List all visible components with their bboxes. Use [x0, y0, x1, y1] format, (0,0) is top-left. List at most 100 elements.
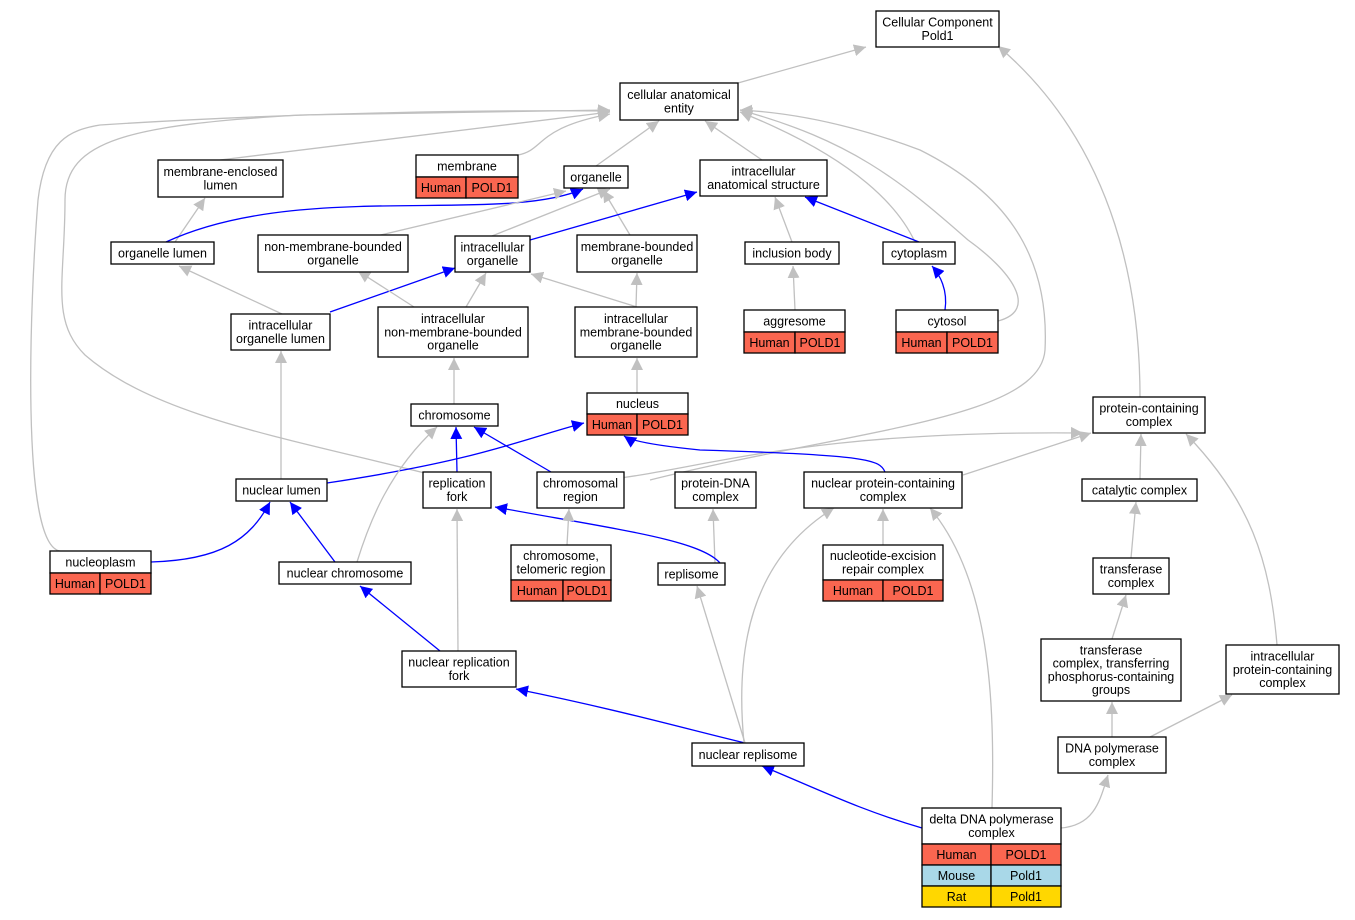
term-label: cytoplasm	[891, 246, 947, 260]
term-label: non-membrane-bounded	[264, 240, 402, 254]
graph-edge	[741, 507, 835, 744]
blue-edge-arrow	[165, 188, 584, 243]
term-box	[699, 159, 828, 197]
blue-edge-arrow	[761, 765, 923, 829]
annotation-label: POLD1	[952, 336, 993, 350]
term-label: cellular anatomical	[627, 88, 731, 102]
term-label: Pold1	[922, 29, 954, 43]
graph-edge	[761, 765, 923, 829]
term-label: protein-containing	[1233, 663, 1332, 677]
annotation-cell-bg	[990, 885, 1062, 908]
term-label: nucleotide-excision	[830, 549, 936, 563]
gray-edge-arrow	[787, 265, 800, 311]
term-node-nchrom[interactable]: nuclear chromosome	[278, 561, 412, 585]
term-label: catalytic complex	[1092, 483, 1188, 497]
graph-edge	[515, 685, 746, 744]
term-label: entity	[664, 101, 695, 115]
graph-edge	[357, 270, 415, 308]
edge-layer	[30, 44, 1278, 829]
term-label: fork	[447, 490, 469, 504]
term-node-ctr[interactable]: chromosome,telomeric region	[510, 544, 612, 581]
term-node-catc[interactable]: catalytic complex	[1081, 478, 1198, 502]
annotation-label: Human	[517, 584, 557, 598]
gray-edge-arrow	[630, 272, 643, 308]
term-label: nuclear lumen	[242, 483, 321, 497]
term-label: transferase	[1080, 644, 1143, 658]
graph-edge	[1128, 501, 1141, 559]
gene-cell: POLD1	[99, 572, 152, 595]
term-label: complex	[1089, 755, 1136, 769]
term-label: delta DNA polymerase	[929, 813, 1053, 827]
graph-edge	[289, 501, 336, 563]
term-box	[1225, 644, 1340, 695]
term-label: nuclear protein-containing	[811, 477, 955, 491]
term-node-cytosol[interactable]: cytosol	[895, 309, 999, 333]
species-cell: Human	[415, 176, 467, 199]
term-node-nrep[interactable]: nuclear replisome	[691, 742, 805, 767]
term-node-replisome[interactable]: replisome	[657, 562, 726, 586]
term-node-nucleoplasm[interactable]: nucleoplasm	[49, 550, 152, 574]
species-cell: Rat	[921, 885, 992, 908]
term-node-inmbo[interactable]: intracellularnon-membrane-boundedorganel…	[377, 306, 529, 358]
term-label: phosphorus-containing	[1048, 670, 1175, 684]
annotation-cell-bg	[562, 579, 612, 602]
gene-cell: POLD1	[562, 579, 612, 602]
term-box	[454, 235, 531, 273]
term-box	[657, 562, 726, 586]
annotation-label: Human	[55, 577, 95, 591]
graph-edge	[739, 110, 916, 243]
term-label: Cellular Component	[882, 16, 993, 30]
term-node-nlumen[interactable]: nuclear lumen	[235, 478, 328, 502]
term-node-nucleus[interactable]: nucleus	[586, 392, 689, 415]
graph-edge	[603, 426, 1084, 481]
species-cell: Human	[895, 331, 948, 354]
term-box	[235, 478, 328, 502]
term-label: organelle lumen	[118, 246, 207, 260]
gray-edge-arrow	[219, 107, 611, 161]
term-label: chromosome,	[523, 549, 599, 563]
graph-edge	[649, 104, 1046, 481]
blue-edge-arrow	[329, 266, 456, 313]
term-node-ib[interactable]: inclusion body	[744, 241, 840, 265]
term-node-membrane[interactable]: membrane	[415, 154, 519, 178]
annotation-cell-bg	[636, 413, 689, 436]
term-node-aggresome[interactable]: aggresome	[743, 309, 846, 333]
term-node-organelle[interactable]: organelle	[563, 165, 629, 189]
term-node-ol[interactable]: organelle lumen	[110, 241, 215, 265]
gray-edge-arrow	[704, 120, 763, 161]
gray-edge-arrow	[1060, 774, 1111, 829]
term-label: nucleoplasm	[65, 555, 135, 569]
term-node-chromosome[interactable]: chromosome	[410, 403, 499, 427]
annotation-label: POLD1	[893, 584, 934, 598]
annotation-label: POLD1	[567, 584, 608, 598]
species-cell: Human	[510, 579, 564, 602]
annotation-cell-bg	[946, 331, 999, 354]
graph-edge	[1185, 433, 1278, 646]
graph-edge	[704, 120, 763, 161]
species-cell: Human	[822, 579, 884, 602]
term-node-cytoplasm[interactable]: cytoplasm	[882, 241, 956, 265]
term-label: protein-DNA	[681, 477, 750, 491]
